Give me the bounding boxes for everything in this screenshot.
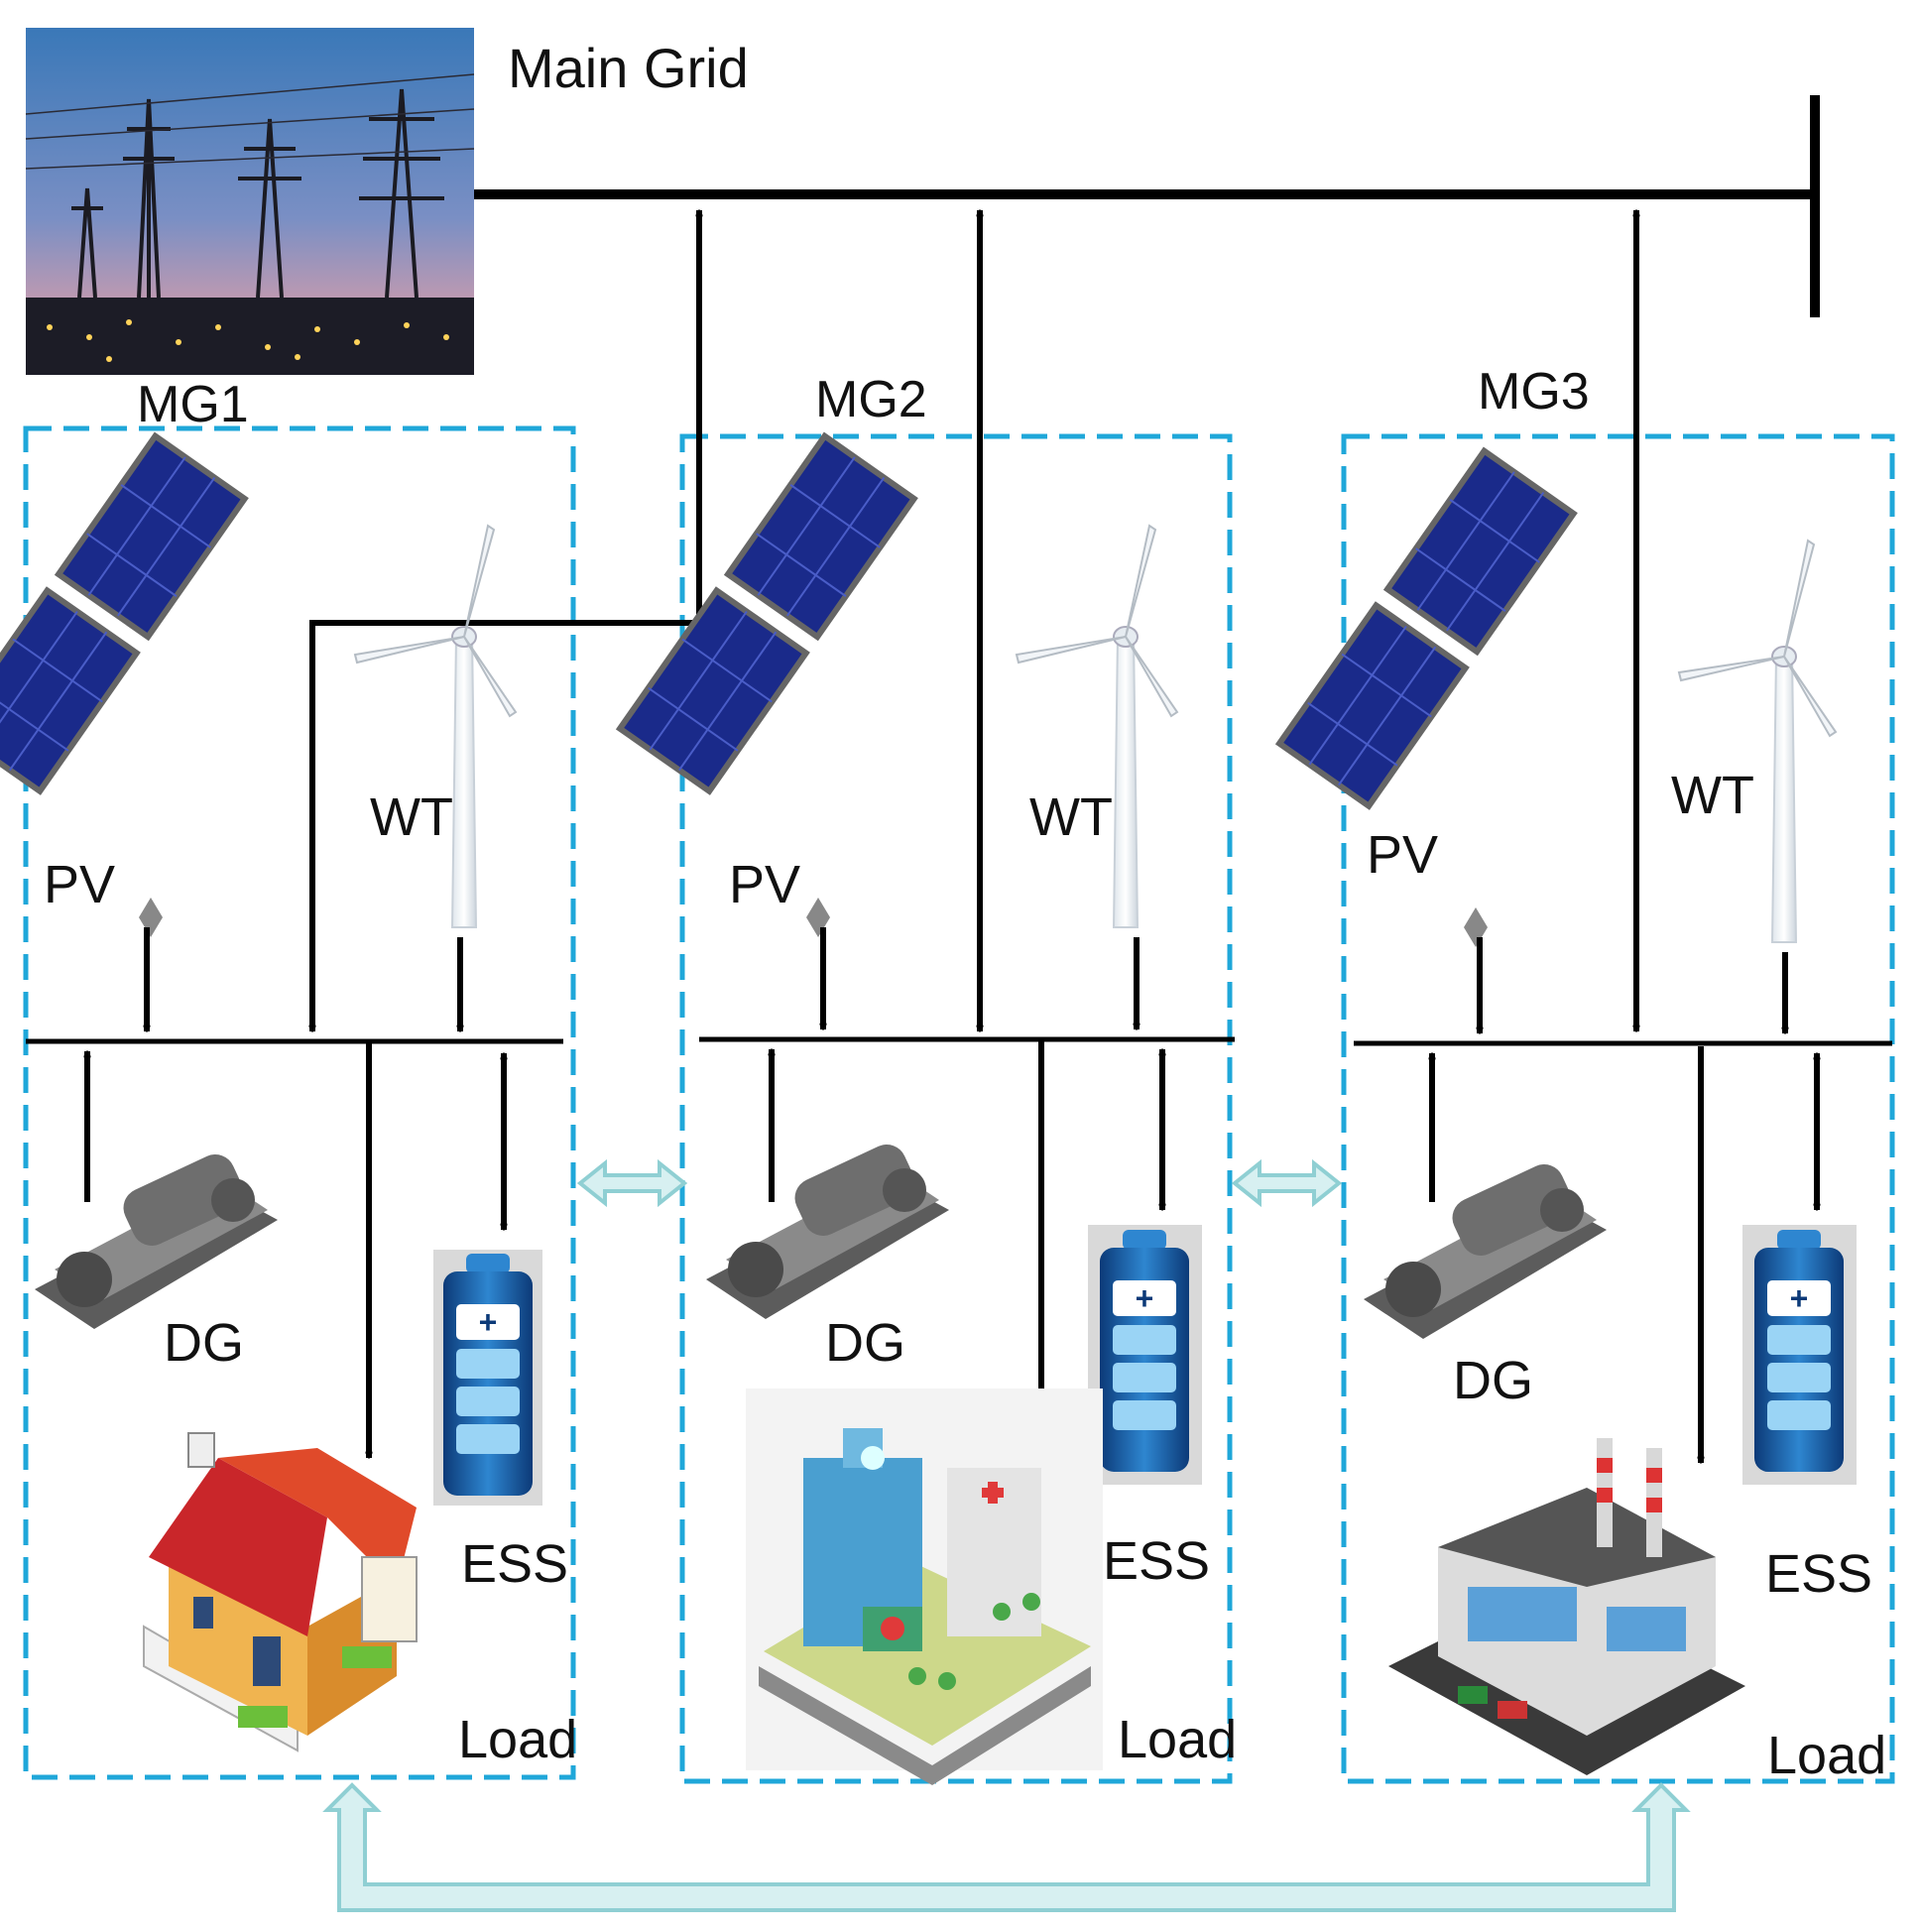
mg1-pv-label: PV bbox=[44, 855, 115, 914]
mg2-dg-label: DG bbox=[825, 1313, 905, 1373]
mg2-solar-panel-icon bbox=[615, 431, 918, 795]
mg3-factory-icon bbox=[1388, 1438, 1745, 1775]
mg3-group: PV WT DG + bbox=[1274, 446, 1886, 1785]
mg1-grid-link bbox=[312, 210, 699, 1031]
mg3-pv-mount bbox=[1464, 907, 1488, 947]
mg1-house-icon bbox=[143, 1432, 418, 1752]
mg3-boundary bbox=[1341, 433, 1895, 1784]
mg1-wt-label: WT bbox=[370, 787, 453, 847]
mg1-pv-mount bbox=[139, 898, 163, 937]
mg1-label: MG1 bbox=[137, 376, 249, 433]
mg2-pv-mount bbox=[806, 898, 830, 937]
mg1-boundary bbox=[23, 425, 576, 1780]
mg3-ess-label: ESS bbox=[1765, 1544, 1872, 1604]
mg1-group: PV WT DG + bbox=[0, 431, 577, 1769]
mg3-load-label: Load bbox=[1767, 1726, 1886, 1785]
mg2-wind-turbine-icon bbox=[1015, 524, 1179, 928]
mg2-generator-icon bbox=[706, 1145, 949, 1319]
mg2-pv-label: PV bbox=[729, 855, 800, 914]
mg3-wt-label: WT bbox=[1671, 766, 1754, 825]
svg-text:+: + bbox=[1136, 1280, 1154, 1316]
mg1-mg3-exchange-arrow bbox=[322, 1782, 1691, 1912]
mg2-load-label: Load bbox=[1118, 1710, 1237, 1769]
mg2-group: PV WT DG + bbox=[615, 431, 1237, 1785]
mg1-solar-panel-icon bbox=[0, 431, 249, 795]
mg2-ess-label: ESS bbox=[1103, 1531, 1210, 1591]
mg3-label: MG3 bbox=[1478, 363, 1590, 421]
power-tower-photo bbox=[25, 28, 475, 375]
mg3-battery-icon: + bbox=[1742, 1225, 1857, 1485]
mg2-label: MG2 bbox=[815, 371, 927, 428]
mg2-mg3-exchange-arrow bbox=[1231, 1158, 1343, 1208]
mg2-boundary bbox=[679, 433, 1233, 1784]
mg2-wt-label: WT bbox=[1029, 787, 1113, 847]
main-grid-label: Main Grid bbox=[508, 37, 749, 99]
svg-text:+: + bbox=[479, 1304, 498, 1340]
mg1-dg-label: DG bbox=[164, 1313, 244, 1373]
mg2-hospital-icon bbox=[746, 1389, 1103, 1785]
mg1-load-label: Load bbox=[458, 1710, 577, 1769]
mg1-battery-icon: + bbox=[433, 1250, 542, 1506]
mg3-wind-turbine-icon bbox=[1677, 539, 1838, 943]
mg3-pv-label: PV bbox=[1367, 825, 1438, 885]
main-grid-bus bbox=[474, 95, 1820, 317]
mg3-solar-panel-icon bbox=[1274, 446, 1578, 810]
svg-text:+: + bbox=[1790, 1280, 1809, 1316]
mg1-generator-icon bbox=[35, 1154, 278, 1329]
mg1-wind-turbine-icon bbox=[353, 524, 518, 928]
mg1-ess-label: ESS bbox=[461, 1534, 568, 1594]
mg3-generator-icon bbox=[1364, 1164, 1607, 1339]
mg1-mg2-exchange-arrow bbox=[576, 1158, 688, 1208]
mg3-dg-label: DG bbox=[1453, 1351, 1533, 1410]
mg2-battery-icon: + bbox=[1088, 1225, 1202, 1485]
